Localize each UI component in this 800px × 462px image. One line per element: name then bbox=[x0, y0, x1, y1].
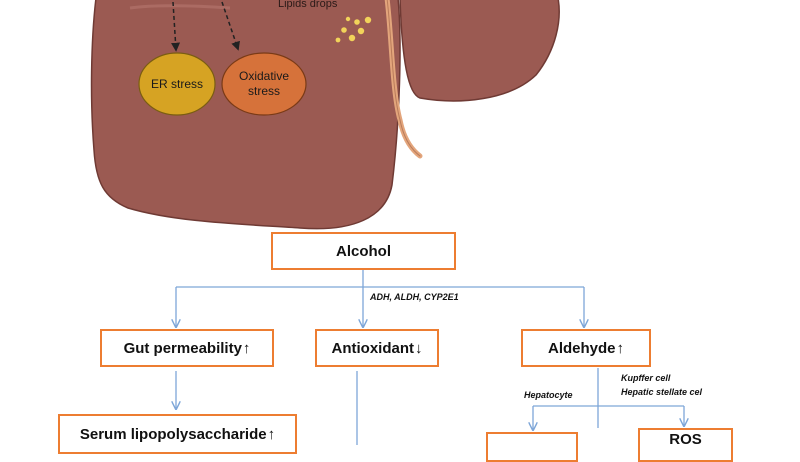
ros-box: ROS bbox=[638, 428, 733, 462]
diagram-stage: Lipids drops ER stress Oxidative stress … bbox=[58, 0, 800, 462]
up-arrow-icon: ↑ bbox=[242, 339, 251, 357]
er-stress-label: ER stress bbox=[151, 77, 203, 91]
down-arrow-icon: ↓ bbox=[415, 339, 423, 357]
liver-illustration: Lipids drops ER stress Oxidative stress bbox=[90, 0, 800, 445]
liver-left-lobe bbox=[90, 0, 401, 230]
lipid-droplets bbox=[335, 16, 372, 43]
er-stress-node bbox=[138, 52, 216, 116]
up-arrow-icon: ↑ bbox=[616, 339, 625, 357]
hepatocyte-target-box bbox=[486, 432, 578, 462]
alcohol-box: Alcohol bbox=[271, 232, 456, 270]
oxidative-stress-label-line1: Oxidative bbox=[239, 69, 289, 83]
ros-label: ROS bbox=[669, 431, 702, 448]
antioxidant-box: Antioxidant ↓ bbox=[315, 329, 439, 367]
gut-permeability-label: Gut permeability bbox=[123, 339, 242, 357]
hepatocyte-note: Hepatocyte bbox=[524, 390, 573, 400]
liver-right-lobe bbox=[399, 0, 560, 102]
aldehyde-label: Aldehyde bbox=[547, 339, 616, 357]
lipids-drops-label: Lipids drops bbox=[278, 0, 338, 10]
aldehyde-box: Aldehyde ↑ bbox=[521, 329, 651, 367]
flow-connectors bbox=[176, 270, 684, 445]
serum-lps-label: Serum lipopolysaccharide bbox=[79, 425, 267, 443]
serum-lps-box: Serum lipopolysaccharide ↑ bbox=[58, 414, 297, 454]
antioxidant-label: Antioxidant bbox=[331, 339, 415, 357]
alcohol-label: Alcohol bbox=[336, 242, 391, 260]
hepatic-stellate-note: Hepatic stellate cel bbox=[621, 387, 703, 397]
enzymes-note: ADH, ALDH, CYP2E1 bbox=[370, 292, 459, 302]
dashed-arrow-oxidative bbox=[221, 1, 240, 51]
oxidative-stress-label-line2: stress bbox=[248, 84, 280, 98]
up-arrow-icon: ↑ bbox=[267, 425, 276, 443]
gut-permeability-box: Gut permeability ↑ bbox=[100, 329, 274, 367]
dashed-arrow-er bbox=[171, 1, 181, 52]
oxidative-stress-node bbox=[221, 52, 307, 116]
kupffer-cell-note: Kupffer cell bbox=[621, 373, 671, 383]
